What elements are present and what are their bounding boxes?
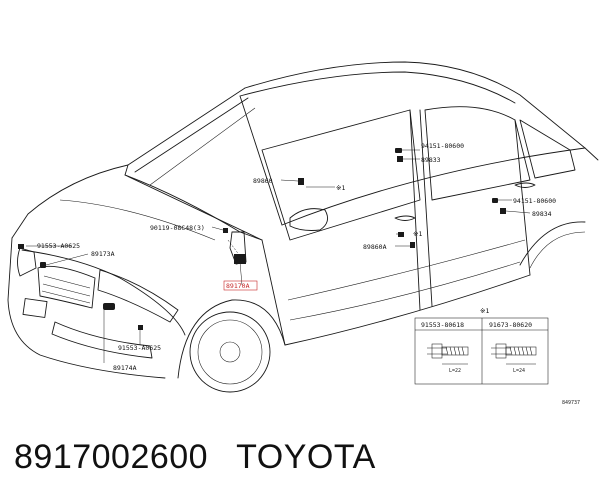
part-footer: 8917002600 TOYOTA (14, 432, 376, 482)
car-body-outline (7, 61, 599, 393)
bolt-icon-1 (427, 343, 469, 365)
table-len2: L=24 (513, 368, 525, 374)
label-89860a: 89860A (363, 243, 387, 251)
label-89833: 89833 (421, 156, 441, 164)
part-labels: 94151-80600 89833 89860 ※1 94151-80600 8… (37, 142, 556, 372)
label-89173a: 89173A (91, 250, 115, 258)
label-89170a: 89170A (226, 282, 250, 290)
label-89860: 89860 (253, 177, 273, 185)
part-number: 8917002600 (14, 437, 209, 476)
fastener-table: ※1 91553-80618 91673-80620 L=22 L=24 (414, 307, 549, 385)
highlight-box (223, 280, 258, 291)
parts-markers (18, 148, 506, 330)
table-col2-header: 91673-80620 (489, 321, 532, 329)
label-ref-star-box: ※1 (480, 307, 489, 315)
bolt-icon-2 (491, 343, 537, 365)
label-89834: 89834 (532, 210, 552, 218)
table-len1: L=22 (449, 368, 461, 374)
brand-name: TOYOTA (236, 437, 376, 476)
drawing-number: 849737 (562, 400, 580, 406)
label-90119: 90119-08C48(3) (150, 224, 205, 232)
table-col1-header: 91553-80618 (421, 321, 464, 329)
label-ref-star-mid: ※1 (413, 230, 422, 238)
label-94151-mid: 94151-80600 (513, 197, 556, 205)
parts-diagram: 94151-80600 89833 89860 ※1 94151-80600 8… (7, 61, 599, 406)
label-ref-star-top: ※1 (336, 184, 345, 192)
label-91553-top: 91553-A0625 (37, 242, 80, 250)
label-89174a: 89174A (113, 364, 137, 372)
label-91553-bot: 91553-A0625 (118, 344, 161, 352)
label-94151-top: 94151-80600 (421, 142, 464, 150)
